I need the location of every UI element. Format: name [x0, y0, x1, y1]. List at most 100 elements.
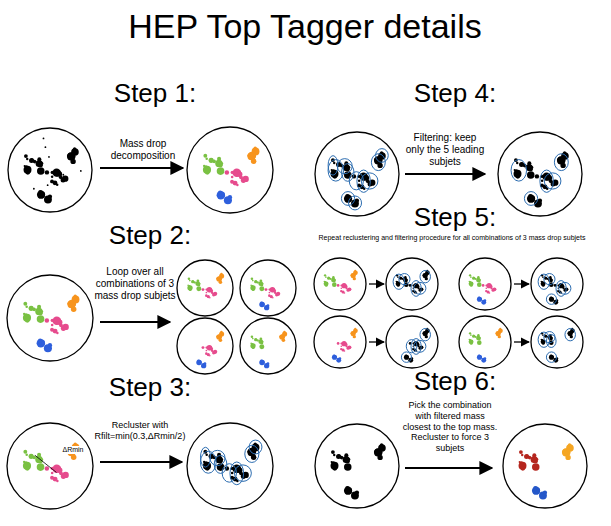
particle: [350, 332, 352, 334]
particle: [37, 157, 41, 161]
particle: [74, 295, 77, 298]
particle: [479, 279, 481, 281]
particle: [23, 313, 25, 315]
particle: [486, 287, 488, 289]
particle: [260, 359, 263, 362]
particle: [217, 191, 225, 199]
subjet-ellipse: [406, 340, 417, 353]
particle: [333, 277, 335, 279]
particle: [541, 180, 544, 183]
jet-outline: [315, 132, 399, 216]
particle: [331, 461, 333, 463]
subjet-ellipse: [544, 332, 555, 343]
step-note: Recluster with Rfilt=min(0.3,ΔRmin/2): [83, 420, 197, 442]
particle: [380, 443, 383, 446]
particle: [197, 281, 199, 283]
particle: [220, 273, 222, 275]
particle: [250, 343, 255, 348]
particle: [204, 362, 207, 365]
particle: [332, 355, 337, 360]
particle: [259, 286, 264, 291]
subjet-ellipse: [401, 352, 411, 362]
particle: [231, 472, 234, 475]
particle: [252, 346, 255, 349]
particle: [567, 332, 569, 334]
particle: [333, 162, 335, 164]
particle: [499, 330, 501, 332]
particle: [469, 339, 471, 341]
diagram-title: HEP Top Tagger details: [55, 6, 555, 47]
particle: [253, 150, 256, 153]
particle: [43, 138, 45, 140]
particle: [37, 315, 45, 323]
particle: [331, 169, 333, 171]
subjet-ellipse: [399, 274, 410, 285]
particle: [205, 347, 207, 349]
subjet-ellipse: [249, 440, 262, 454]
particle: [37, 453, 41, 457]
particle: [208, 346, 213, 351]
particle: [225, 170, 229, 174]
particle: [550, 296, 553, 299]
particle: [340, 290, 342, 292]
particle: [50, 476, 54, 480]
particle: [268, 294, 271, 297]
particle: [32, 456, 36, 460]
step-arrow: [369, 341, 384, 342]
particle: [197, 359, 200, 362]
particle: [72, 151, 75, 154]
particle: [426, 272, 428, 274]
particle: [247, 154, 250, 157]
particle: [514, 169, 516, 171]
particle: [51, 319, 54, 322]
particle: [45, 466, 49, 470]
jet-illustration: [187, 127, 273, 213]
jet-outline: [314, 316, 366, 368]
particle: [237, 467, 242, 472]
particle: [571, 330, 573, 332]
particle: [202, 288, 205, 291]
particle: [549, 297, 554, 302]
particle: [262, 283, 264, 285]
particle: [514, 170, 522, 178]
particle: [484, 299, 487, 302]
jet-illustration: [386, 258, 438, 310]
particle: [273, 289, 277, 293]
particle: [332, 466, 337, 471]
particle: [264, 305, 269, 310]
subjet-ellipse: [546, 294, 556, 304]
particle: [416, 285, 419, 288]
particle: [340, 284, 342, 286]
particle: [279, 336, 281, 338]
particle: [422, 274, 424, 276]
particle: [528, 194, 532, 198]
particle: [542, 284, 545, 287]
particle: [257, 281, 259, 283]
particle: [354, 272, 356, 274]
particle: [25, 466, 30, 471]
particle: [203, 461, 205, 463]
particle: [203, 166, 211, 174]
particle: [51, 171, 54, 174]
particle: [470, 334, 472, 336]
particle: [23, 314, 31, 322]
particle: [562, 450, 565, 453]
particle: [267, 362, 270, 365]
particle: [543, 490, 547, 494]
particle: [271, 288, 276, 293]
particle: [194, 281, 196, 283]
particle: [344, 285, 347, 288]
particle: [254, 147, 257, 150]
particle: [56, 480, 59, 483]
particle: [37, 339, 45, 347]
particle: [549, 355, 554, 360]
step-note: Loop over all combinations of 3 mass dro…: [94, 266, 176, 302]
particle: [551, 337, 553, 339]
step-heading: Step 1:: [80, 78, 230, 109]
subjet-ellipse: [544, 173, 561, 189]
step-arrow: [405, 173, 485, 175]
particle: [477, 340, 482, 345]
particle: [187, 285, 189, 287]
particle: [38, 455, 40, 457]
